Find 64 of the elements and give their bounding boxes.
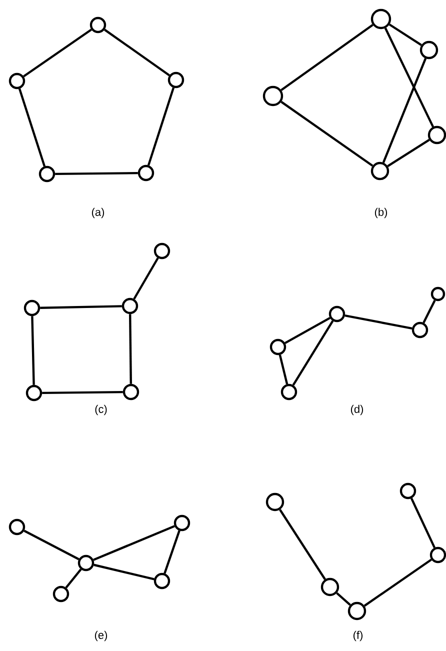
edge-line	[422, 300, 436, 324]
node-circle	[420, 40, 438, 60]
node-circle	[430, 286, 446, 302]
edge-line	[94, 564, 154, 580]
edge-line	[364, 558, 432, 607]
edge-line	[93, 525, 175, 561]
node-circle	[154, 242, 170, 260]
panel-label: (a)	[92, 208, 104, 218]
edge-line	[55, 172, 138, 176]
edge-line	[280, 100, 374, 167]
edge-line	[344, 314, 412, 330]
edge-line	[40, 305, 122, 309]
edge-line	[133, 257, 159, 300]
edge-line	[24, 530, 80, 560]
panel-label: (d)	[350, 404, 364, 416]
panel-label: (c)	[95, 404, 107, 416]
edge-line	[147, 87, 175, 166]
edge-line	[65, 568, 82, 588]
node-circle	[90, 16, 106, 34]
edge-line	[104, 28, 170, 76]
panel-label: (e)	[94, 630, 108, 642]
edge-line	[129, 314, 132, 384]
node-circle	[348, 602, 366, 620]
node-circle	[328, 306, 346, 322]
node-circle	[280, 384, 298, 400]
node-circle	[122, 298, 138, 314]
edge-line	[384, 28, 434, 128]
node-circle	[370, 162, 390, 180]
edge-line	[280, 24, 374, 92]
edge-line	[292, 320, 334, 386]
edge-line	[279, 509, 326, 580]
node-circle	[174, 514, 190, 532]
node-circle	[8, 72, 26, 90]
node-circle	[122, 384, 140, 400]
node-circle	[154, 572, 170, 590]
node-circle	[26, 384, 42, 402]
edge-line	[336, 592, 351, 606]
node-circle	[168, 72, 184, 88]
edge-line	[387, 138, 430, 168]
node-circle	[270, 338, 286, 356]
node-circle	[400, 482, 416, 500]
node-circle	[38, 166, 56, 182]
edge-line	[284, 317, 330, 344]
edge-line	[42, 390, 123, 394]
edge-line	[23, 28, 92, 78]
edge-line	[382, 58, 427, 163]
edge-line	[164, 530, 180, 574]
edge-line	[388, 24, 422, 46]
node-circle	[78, 554, 94, 572]
edge-line	[31, 316, 35, 385]
node-circle	[52, 586, 70, 602]
node-circle	[412, 322, 428, 338]
node-circle	[266, 492, 284, 512]
panel-label: (b)	[374, 208, 388, 218]
edge-line	[410, 498, 436, 548]
panel-label: (f)	[353, 630, 362, 642]
node-circle	[320, 578, 340, 596]
edge-line	[18, 88, 46, 167]
node-circle	[262, 86, 284, 106]
node-circle	[24, 300, 40, 316]
edge-line	[278, 354, 288, 384]
node-circle	[138, 164, 154, 182]
node-circle	[370, 8, 392, 30]
node-circle	[8, 518, 26, 536]
